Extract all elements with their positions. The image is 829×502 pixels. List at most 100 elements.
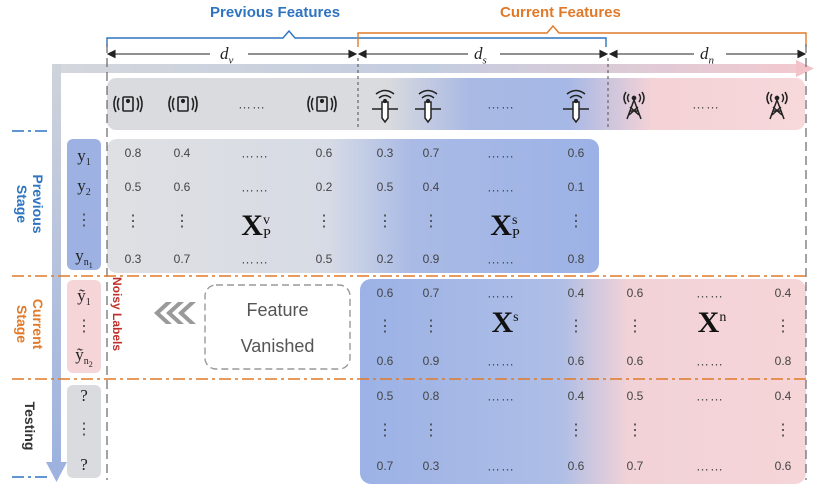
prev-s-r2-dots: …… (487, 179, 515, 195)
camera-icon (113, 95, 143, 113)
test-s-vdots-3: ⋮ (568, 422, 584, 439)
camera-icon (307, 95, 337, 113)
sensor-icon (563, 89, 589, 124)
current-label-vdots: ⋮ (76, 318, 92, 335)
cur-s-r1-c2: 0.7 (422, 286, 440, 300)
prev-v-r2-dots: …… (241, 179, 269, 195)
prev-s-r1-c3: 0.6 (567, 146, 585, 160)
cur-n-vdots-2: ⋮ (775, 318, 791, 335)
testing-stage-label: Testing (22, 401, 38, 451)
prev-s-r3-dots: …… (487, 251, 515, 267)
cur-s-r2-c3: 0.6 (567, 354, 585, 368)
matrix-xs: Xs (491, 306, 519, 339)
prev-s-r1-c2: 0.7 (422, 146, 440, 160)
previous-labels-box (67, 139, 101, 270)
cur-n-vdots-1: ⋮ (627, 318, 643, 335)
cur-n-r2-c2: 0.8 (774, 354, 792, 368)
cur-s-r1-dots: …… (487, 285, 515, 301)
cur-s-r1-c1: 0.6 (376, 286, 394, 300)
cur-s-r2-c2: 0.9 (422, 354, 440, 368)
test-n-vdots-1: ⋮ (627, 422, 643, 439)
testing-labels-box (67, 385, 101, 478)
feature-axis-arrow (56, 64, 798, 73)
prev-v-r1-c2: 0.4 (173, 146, 191, 160)
label-tyn2: ỹn2 (75, 344, 93, 370)
prev-v-r2-c1: 0.5 (124, 180, 142, 194)
label-y2: y2 (77, 175, 91, 199)
test-n-r1-c1: 0.5 (626, 389, 644, 403)
test-label-2: ? (80, 455, 88, 474)
test-s-r2-c3: 0.6 (567, 459, 585, 473)
prev-s-r1-c1: 0.3 (376, 146, 394, 160)
prev-s-vdots-2: ⋮ (423, 213, 439, 230)
prev-v-vdots-1: ⋮ (125, 213, 141, 230)
prev-v-vdots-3: ⋮ (316, 213, 332, 230)
prev-v-r1-c1: 0.8 (124, 146, 142, 160)
cur-n-r2-dots: …… (696, 353, 724, 369)
prev-s-r3-c3: 0.8 (567, 252, 585, 266)
cur-n-r1-dots: …… (696, 285, 724, 301)
prev-s-vdots-3: ⋮ (568, 213, 584, 230)
prev-s-r2-c2: 0.4 (422, 180, 440, 194)
prev-v-r3-c3: 0.5 (315, 252, 333, 266)
prev-v-r2-c3: 0.2 (315, 180, 333, 194)
prev-s-r2-c3: 0.1 (567, 180, 585, 194)
previous-features-bracket (106, 29, 607, 47)
prev-s-r3-c2: 0.9 (422, 252, 440, 266)
test-label-1: ? (80, 386, 88, 405)
noisy-labels-label: Noisy Labels (110, 276, 124, 352)
cameras-ellipsis: …… (238, 96, 266, 112)
test-s-r1-c1: 0.5 (376, 389, 394, 403)
antennas-ellipsis: …… (692, 96, 720, 112)
previous-stage-panel (107, 139, 599, 273)
dim-dn: dn (700, 44, 714, 67)
label-y1: y1 (77, 145, 91, 169)
test-n-r1-c2: 0.4 (774, 389, 792, 403)
test-s-r2-c2: 0.3 (422, 459, 440, 473)
prev-s-r2-c1: 0.5 (376, 180, 394, 194)
matrix-xn: Xn (697, 306, 727, 339)
cur-s-vdots-2: ⋮ (423, 318, 439, 335)
test-n-vdots-2: ⋮ (775, 422, 791, 439)
cur-s-vdots-3: ⋮ (568, 318, 584, 335)
prev-v-r3-dots: …… (241, 251, 269, 267)
prev-s-r1-dots: …… (487, 145, 515, 161)
antenna-icon (623, 91, 645, 120)
prev-v-r1-c3: 0.6 (315, 146, 333, 160)
current-labels-box (67, 280, 101, 373)
current-stage-panel (360, 279, 806, 484)
test-label-vdots: ⋮ (76, 421, 92, 438)
dim-ds: ds (474, 44, 487, 67)
test-n-r2-c2: 0.6 (774, 459, 792, 473)
label-ty1: ỹ1 (77, 285, 91, 309)
test-n-r1-dots: …… (696, 388, 724, 404)
sensor-icon (372, 89, 398, 124)
label-yn1: yn1 (75, 245, 93, 271)
cur-s-r1-c3: 0.4 (567, 286, 585, 300)
test-n-r2-dots: …… (696, 458, 724, 474)
sensors-ellipsis: …… (487, 96, 515, 112)
cur-n-r1-c1: 0.6 (626, 286, 644, 300)
dimension-arrows (106, 49, 807, 59)
test-s-r2-dots: …… (487, 458, 515, 474)
test-s-r1-c3: 0.4 (567, 389, 585, 403)
cur-n-r2-c1: 0.6 (626, 354, 644, 368)
test-s-vdots-1: ⋮ (377, 422, 393, 439)
cur-n-r1-c2: 0.4 (774, 286, 792, 300)
test-s-r1-dots: …… (487, 388, 515, 404)
chevrons-left-icon (154, 302, 196, 324)
prev-v-r1-dots: …… (241, 145, 269, 161)
cur-s-r2-dots: …… (487, 353, 515, 369)
cur-s-vdots-1: ⋮ (377, 318, 393, 335)
test-s-r2-c1: 0.7 (376, 459, 394, 473)
prev-v-vdots-2: ⋮ (174, 213, 190, 230)
prev-v-r2-c2: 0.6 (173, 180, 191, 194)
sensor-icon (415, 89, 441, 124)
time-axis-arrow (52, 64, 61, 464)
cur-s-r2-c1: 0.6 (376, 354, 394, 368)
